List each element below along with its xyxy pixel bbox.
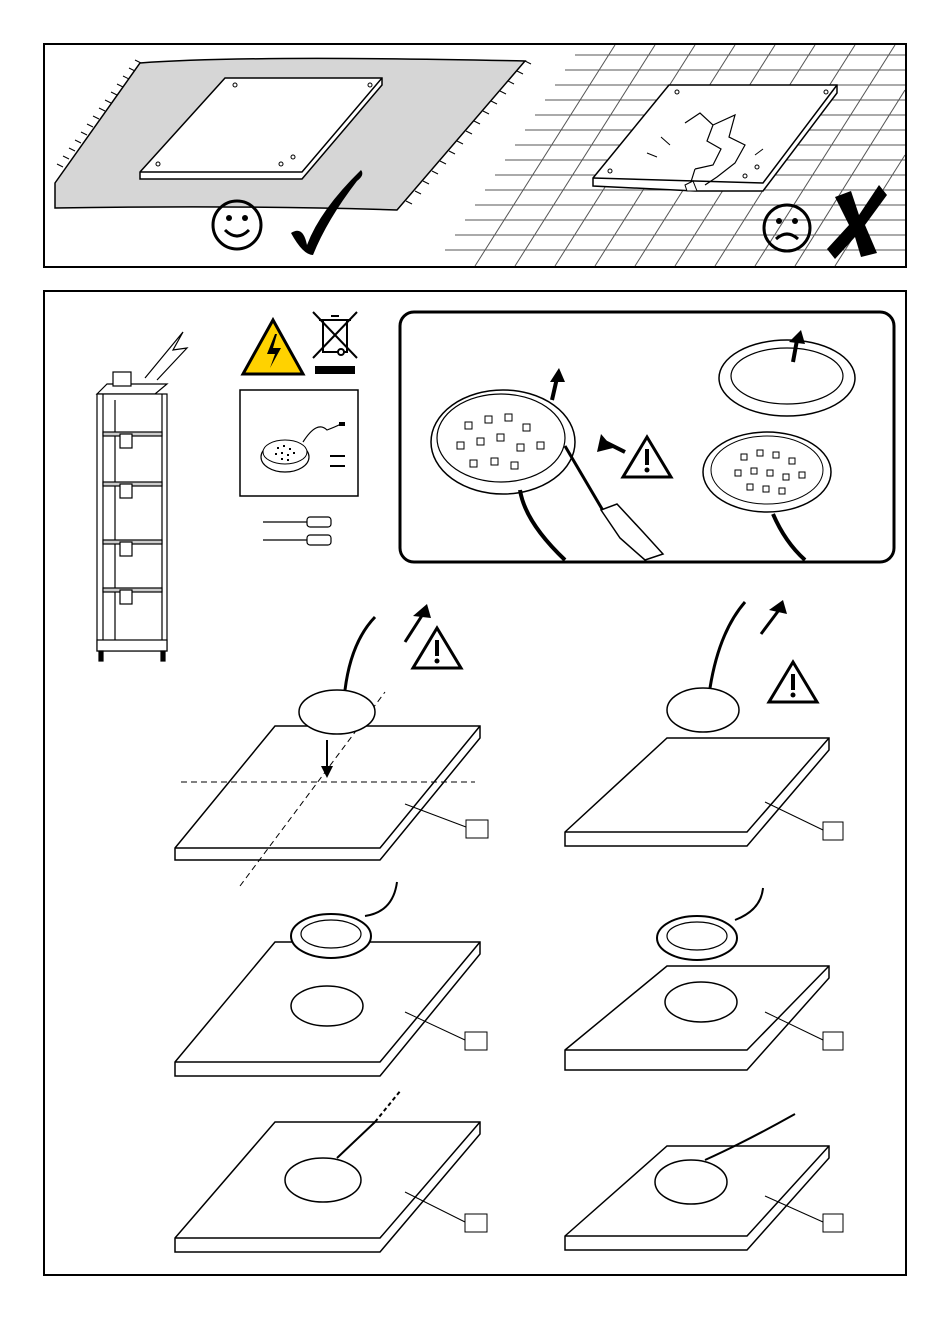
electric-hazard-icon <box>243 320 303 374</box>
smiley-sad-icon <box>764 205 810 251</box>
step-attach-cover-shelf <box>565 888 843 1070</box>
surface-warning-panel <box>43 43 907 268</box>
weee-crossed-bin-icon <box>313 312 357 374</box>
flat-screwdriver-icon <box>263 535 331 545</box>
installation-panel <box>43 290 907 1276</box>
phillips-screwdriver-icon <box>263 517 331 527</box>
display-cabinet <box>97 332 187 661</box>
detail-box <box>400 312 894 562</box>
step-mount-top-screw <box>175 604 488 886</box>
smiley-happy-icon <box>213 201 261 249</box>
kit-contents-box <box>240 390 358 496</box>
carpet-scene <box>55 58 531 210</box>
step-finished-shelf <box>565 1114 843 1250</box>
step-attach-cover-top <box>175 882 487 1076</box>
step-mount-shelf-screw <box>565 600 843 846</box>
cross-mark-icon <box>827 185 887 259</box>
step-finished-top <box>175 1090 487 1252</box>
